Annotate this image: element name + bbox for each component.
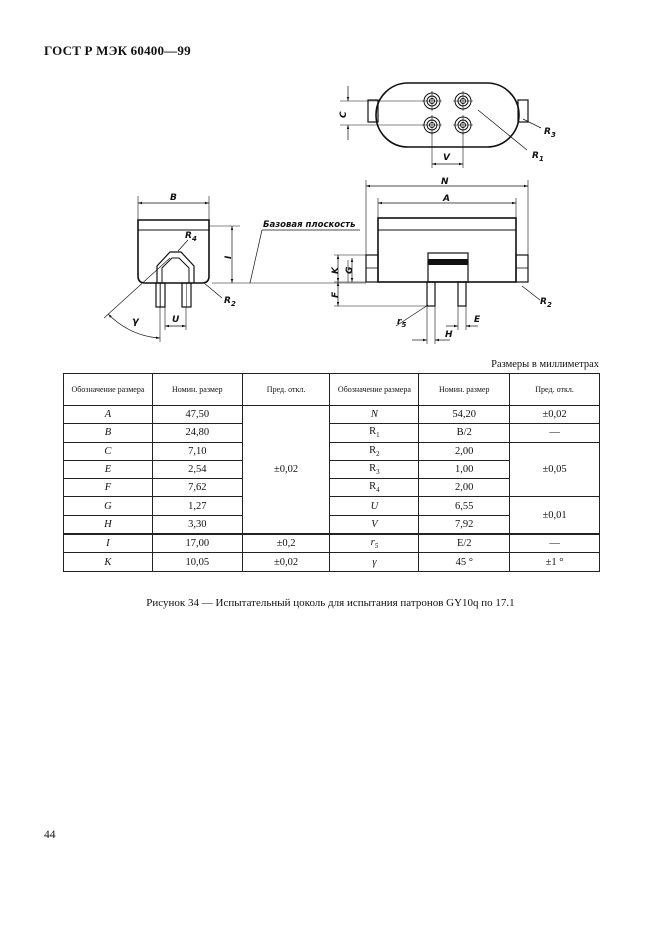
table-row: G 1,27 U 6,55 ±0,01: [63, 496, 600, 535]
label-r5: r5: [397, 317, 406, 329]
cell-symbol: A: [63, 404, 153, 425]
label-R4: R4: [185, 231, 197, 243]
cell-nominal: 2,00: [418, 441, 511, 461]
units-note: Размеры в миллиметрах: [491, 359, 599, 370]
cell-tolerance: ±0,02: [509, 404, 600, 425]
col-header: Номин. размер: [418, 373, 511, 406]
figure-caption: Рисунок 34 — Испытательный цоколь для ис…: [146, 597, 515, 609]
cell-nominal: 1,27: [151, 496, 243, 516]
col-header: Пред. откл.: [241, 373, 331, 406]
cell-nominal: 54,20: [418, 404, 511, 425]
cell-nominal: 2,54: [151, 459, 243, 480]
label-N: N: [441, 177, 449, 187]
label-gamma: γ: [132, 316, 140, 327]
table-row: A 47,50 ±0,02 N 54,20 ±0,02: [63, 404, 600, 535]
table-row: I 17,00 ±0,2 r5 E/2 —: [63, 533, 600, 554]
cell-nominal: 3,30: [151, 514, 243, 535]
cell-nominal: 17,00: [151, 533, 243, 554]
cell-symbol: G: [63, 496, 153, 516]
cell-symbol: N: [329, 404, 420, 425]
cell-symbol: H: [63, 514, 153, 535]
label-E: E: [474, 315, 481, 325]
cell-tolerance: —: [509, 423, 600, 443]
front-view: [334, 180, 541, 344]
top-view: [340, 82, 542, 168]
col-header: Пред. откл.: [509, 373, 600, 406]
table-row: F 7,62 R4 2,00: [63, 478, 600, 498]
table-row: K 10,05 ±0,02 γ 45 ° ±1 °: [63, 552, 600, 572]
cell-nominal: 7,92: [418, 514, 511, 535]
cell-symbol: B: [63, 423, 153, 443]
col-header: Обозначение размера: [329, 373, 420, 406]
contact-pins-top: [422, 91, 473, 135]
cell-nominal: 10,05: [151, 552, 243, 572]
page-number: 44: [44, 829, 56, 841]
standard-header: ГОСТ Р МЭК 60400—99: [44, 43, 191, 58]
table-row: B 24,80 R1 B/2 —: [63, 423, 600, 443]
cell-symbol: R3: [329, 459, 420, 480]
cell-tolerance: ±1 °: [509, 552, 600, 572]
cell-symbol: R2: [329, 441, 420, 461]
cell-tolerance: —: [509, 533, 600, 554]
label-R2-right: R2: [540, 297, 552, 309]
cell-symbol: R1: [329, 423, 420, 443]
cell-nominal: E/2: [418, 533, 511, 554]
cell-symbol: U: [329, 496, 420, 516]
label-A: A: [442, 194, 450, 204]
side-view: [103, 196, 366, 342]
technical-drawing: C V R1 R3 N A B I Базовая плоскость R4 R…: [103, 82, 556, 344]
label-R3: R3: [544, 127, 556, 139]
label-G: G: [345, 267, 355, 274]
cell-nominal: 7,62: [151, 478, 243, 498]
table-row: C 7,10 R2 2,00 ±0,05: [63, 441, 600, 498]
cell-tolerance: ±0,2: [241, 533, 331, 554]
table-header-row: Обозначение размера Номин. размер Пред. …: [63, 373, 600, 406]
cell-nominal: 7,10: [151, 441, 243, 461]
table-row: E 2,54 R3 1,00: [63, 459, 600, 480]
cell-nominal: 2,00: [418, 478, 511, 498]
table-row: H 3,30 V 7,92: [63, 514, 600, 535]
label-V: V: [443, 153, 451, 163]
cell-symbol: V: [329, 514, 420, 535]
label-C: C: [339, 111, 349, 118]
label-U: U: [172, 315, 180, 325]
cell-tolerance: ±0,02: [241, 552, 331, 572]
cell-symbol: R4: [329, 478, 420, 498]
cell-tolerance-group: ±0,01: [509, 496, 600, 535]
cell-nominal: 45 °: [418, 552, 511, 572]
cell-tolerance-group: ±0,02: [241, 405, 331, 535]
cell-nominal: 1,00: [418, 459, 511, 480]
base-plane-label: Базовая плоскость: [263, 220, 355, 230]
cell-symbol: r5: [329, 533, 420, 554]
cell-nominal: B/2: [418, 423, 511, 443]
label-H: H: [445, 330, 453, 340]
label-I: I: [224, 255, 234, 259]
col-header: Номин. размер: [151, 373, 243, 406]
cell-symbol: C: [63, 441, 153, 461]
cell-symbol: K: [63, 552, 153, 572]
cell-nominal: 6,55: [418, 496, 511, 516]
cell-tolerance-group: ±0,05: [509, 441, 600, 498]
cell-nominal: 24,80: [151, 423, 243, 443]
label-R2-left: R2: [224, 296, 236, 308]
label-R1: R1: [532, 151, 544, 163]
label-B: B: [170, 193, 177, 203]
label-F: F: [331, 291, 341, 298]
cell-symbol: F: [63, 478, 153, 498]
cell-nominal: 47,50: [151, 404, 243, 425]
cell-symbol: γ: [329, 552, 420, 572]
cell-symbol: I: [63, 533, 153, 554]
dimensions-table: Обозначение размера Номин. размер Пред. …: [63, 373, 600, 572]
col-header: Обозначение размера: [63, 373, 153, 406]
label-K: K: [331, 266, 341, 274]
cell-symbol: E: [63, 459, 153, 480]
